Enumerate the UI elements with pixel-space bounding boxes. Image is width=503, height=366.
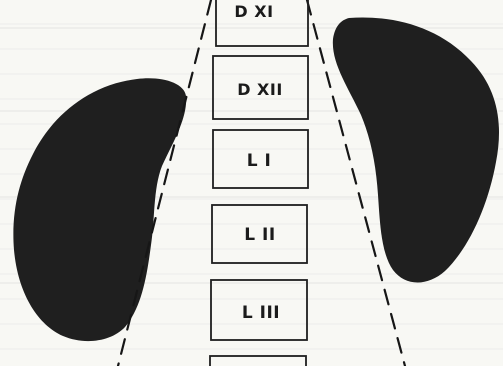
left-kidney-shape — [13, 78, 186, 341]
vertebra-label-liii: L III — [242, 303, 280, 323]
vertebra-box-next — [210, 356, 306, 366]
vertebra-label-dxi: D XI — [234, 2, 273, 21]
vertebra-label-li: L I — [247, 151, 272, 171]
vertebra-label-dxii: D XII — [237, 80, 283, 99]
vertebra-label-lii: L II — [244, 225, 275, 245]
right-kidney-shape — [333, 17, 499, 282]
